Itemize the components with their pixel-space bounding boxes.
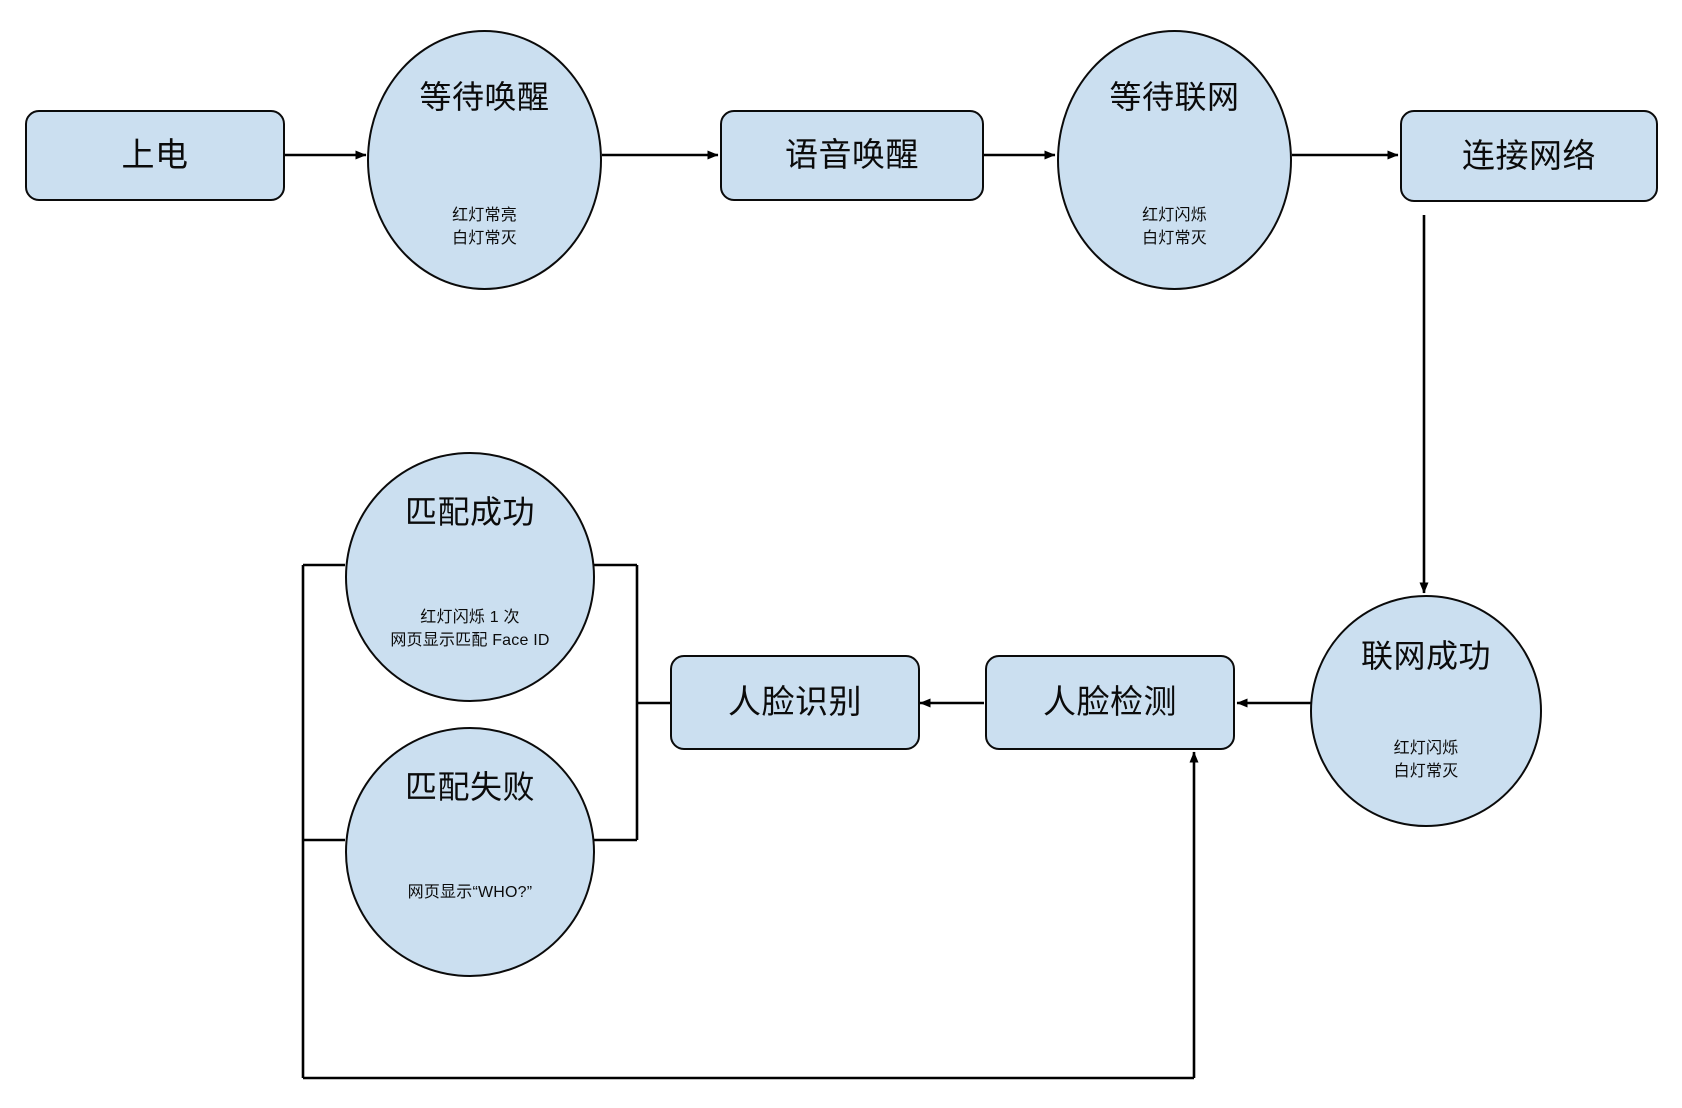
node-wait-network[interactable]: 等待联网 红灯闪烁 白灯常灭 [1057, 30, 1292, 290]
node-wait-wakeup[interactable]: 等待唤醒 红灯常亮 白灯常灭 [367, 30, 602, 290]
node-wait-network-subtitle: 红灯闪烁 白灯常灭 [1142, 207, 1207, 248]
node-connect-network[interactable]: 连接网络 [1400, 110, 1658, 202]
node-network-success-subtitle: 红灯闪烁 白灯常灭 [1393, 740, 1459, 781]
node-face-detect-title: 人脸检测 [1043, 683, 1177, 721]
node-power-on[interactable]: 上电 [25, 110, 285, 201]
node-network-success[interactable]: 联网成功 红灯闪烁 白灯常灭 [1310, 595, 1542, 827]
node-face-detect[interactable]: 人脸检测 [985, 655, 1235, 750]
node-wait-wakeup-title: 等待唤醒 [419, 79, 550, 115]
node-network-success-title: 联网成功 [1360, 638, 1491, 674]
node-power-on-title: 上电 [121, 136, 189, 174]
node-connect-network-title: 连接网络 [1462, 136, 1596, 174]
node-wait-network-title: 等待联网 [1109, 79, 1240, 115]
node-face-recognize[interactable]: 人脸识别 [670, 655, 920, 750]
node-match-success[interactable]: 匹配成功 红灯闪烁 1 次 网页显示匹配 Face ID [345, 452, 595, 702]
node-match-fail[interactable]: 匹配失败 网页显示“WHO?” [345, 727, 595, 977]
node-match-fail-subtitle: 网页显示“WHO?” [407, 884, 533, 901]
node-match-fail-title: 匹配失败 [404, 769, 535, 805]
node-voice-wakeup[interactable]: 语音唤醒 [720, 110, 984, 201]
node-match-success-title: 匹配成功 [404, 494, 535, 530]
node-match-success-subtitle: 红灯闪烁 1 次 网页显示匹配 Face ID [390, 609, 550, 650]
node-wait-wakeup-subtitle: 红灯常亮 白灯常灭 [452, 207, 517, 248]
node-face-recognize-title: 人脸识别 [728, 683, 862, 721]
node-voice-wakeup-title: 语音唤醒 [785, 136, 919, 174]
